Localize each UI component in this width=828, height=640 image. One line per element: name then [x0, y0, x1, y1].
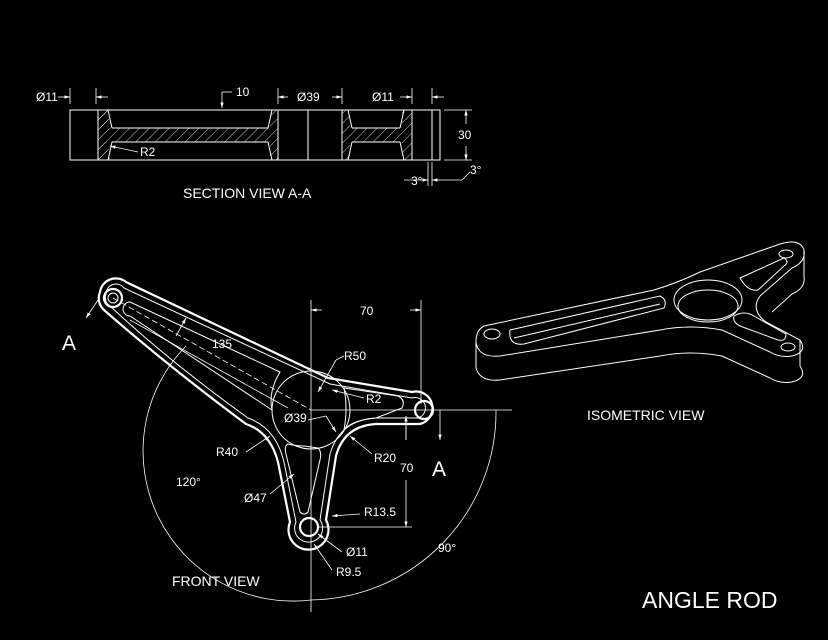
dim-height-right: 70 — [400, 461, 414, 475]
dim-web: 10 — [236, 85, 250, 99]
dim-r-boss: R9.5 — [336, 565, 362, 579]
dim-d-outer-right: Ø11 — [372, 90, 394, 104]
dim-r-bottom: R13.5 — [364, 505, 396, 519]
section-edges — [97, 109, 433, 161]
isometric-view — [475, 241, 805, 383]
front-hole-bottom — [298, 516, 320, 538]
iso-slot-left — [509, 295, 666, 345]
dim-length-arm: 135 — [212, 337, 232, 351]
section-marker-left: A — [62, 332, 76, 355]
iso-bottom-face — [475, 340, 804, 383]
dim-r-fillet: R2 — [366, 392, 382, 406]
dim-draft-left: 3° — [411, 174, 423, 188]
front-view: 70 135 R50 R2 Ø39 R40 R20 70 120° Ø47 R1… — [62, 277, 512, 612]
front-hole-left — [102, 287, 124, 309]
dim-angle-right: 90° — [438, 541, 456, 555]
dim-width-top: 70 — [360, 304, 374, 318]
dim-r-right: R20 — [374, 451, 396, 465]
section-hatch — [98, 110, 412, 160]
dim-d-outer-left: Ø11 — [36, 90, 58, 104]
iso-slot-right-top — [739, 257, 788, 291]
section-view-label: SECTION VIEW A-A — [183, 185, 312, 201]
dim-height: 30 — [458, 128, 472, 142]
dim-radius: R2 — [140, 145, 156, 159]
iso-hole-right — [780, 342, 796, 352]
front-dimension-lines — [85, 297, 512, 612]
iso-slot-right-bottom — [733, 312, 787, 341]
dim-r-left: R40 — [216, 445, 238, 459]
front-outline — [97, 277, 434, 551]
section-marker-right: A — [432, 458, 446, 481]
section-dimension-lines — [58, 88, 472, 186]
dim-r-outer: R50 — [344, 349, 366, 363]
dim-d-hole: Ø11 — [346, 545, 368, 559]
iso-hole-left — [483, 328, 501, 340]
dim-d-center: Ø39 — [297, 90, 320, 104]
front-view-label: FRONT VIEW — [172, 573, 260, 589]
front-slot-left — [122, 301, 281, 412]
drawing-title: ANGLE ROD — [642, 587, 777, 613]
iso-top-face — [475, 241, 805, 357]
front-slot-bottom — [284, 443, 322, 515]
dim-d-hub: Ø39 — [284, 411, 307, 425]
iso-hole-top — [778, 249, 794, 259]
iso-hub — [673, 279, 743, 321]
isometric-view-label: ISOMETRIC VIEW — [587, 407, 705, 423]
dim-d-slot: Ø47 — [244, 491, 267, 505]
section-outline — [69, 109, 441, 161]
section-view: Ø11 10 Ø39 Ø11 30 R2 3° 3° SECTION VIEW … — [36, 85, 482, 201]
dim-draft-right: 3° — [470, 163, 482, 177]
dim-angle-left: 120° — [176, 475, 201, 489]
